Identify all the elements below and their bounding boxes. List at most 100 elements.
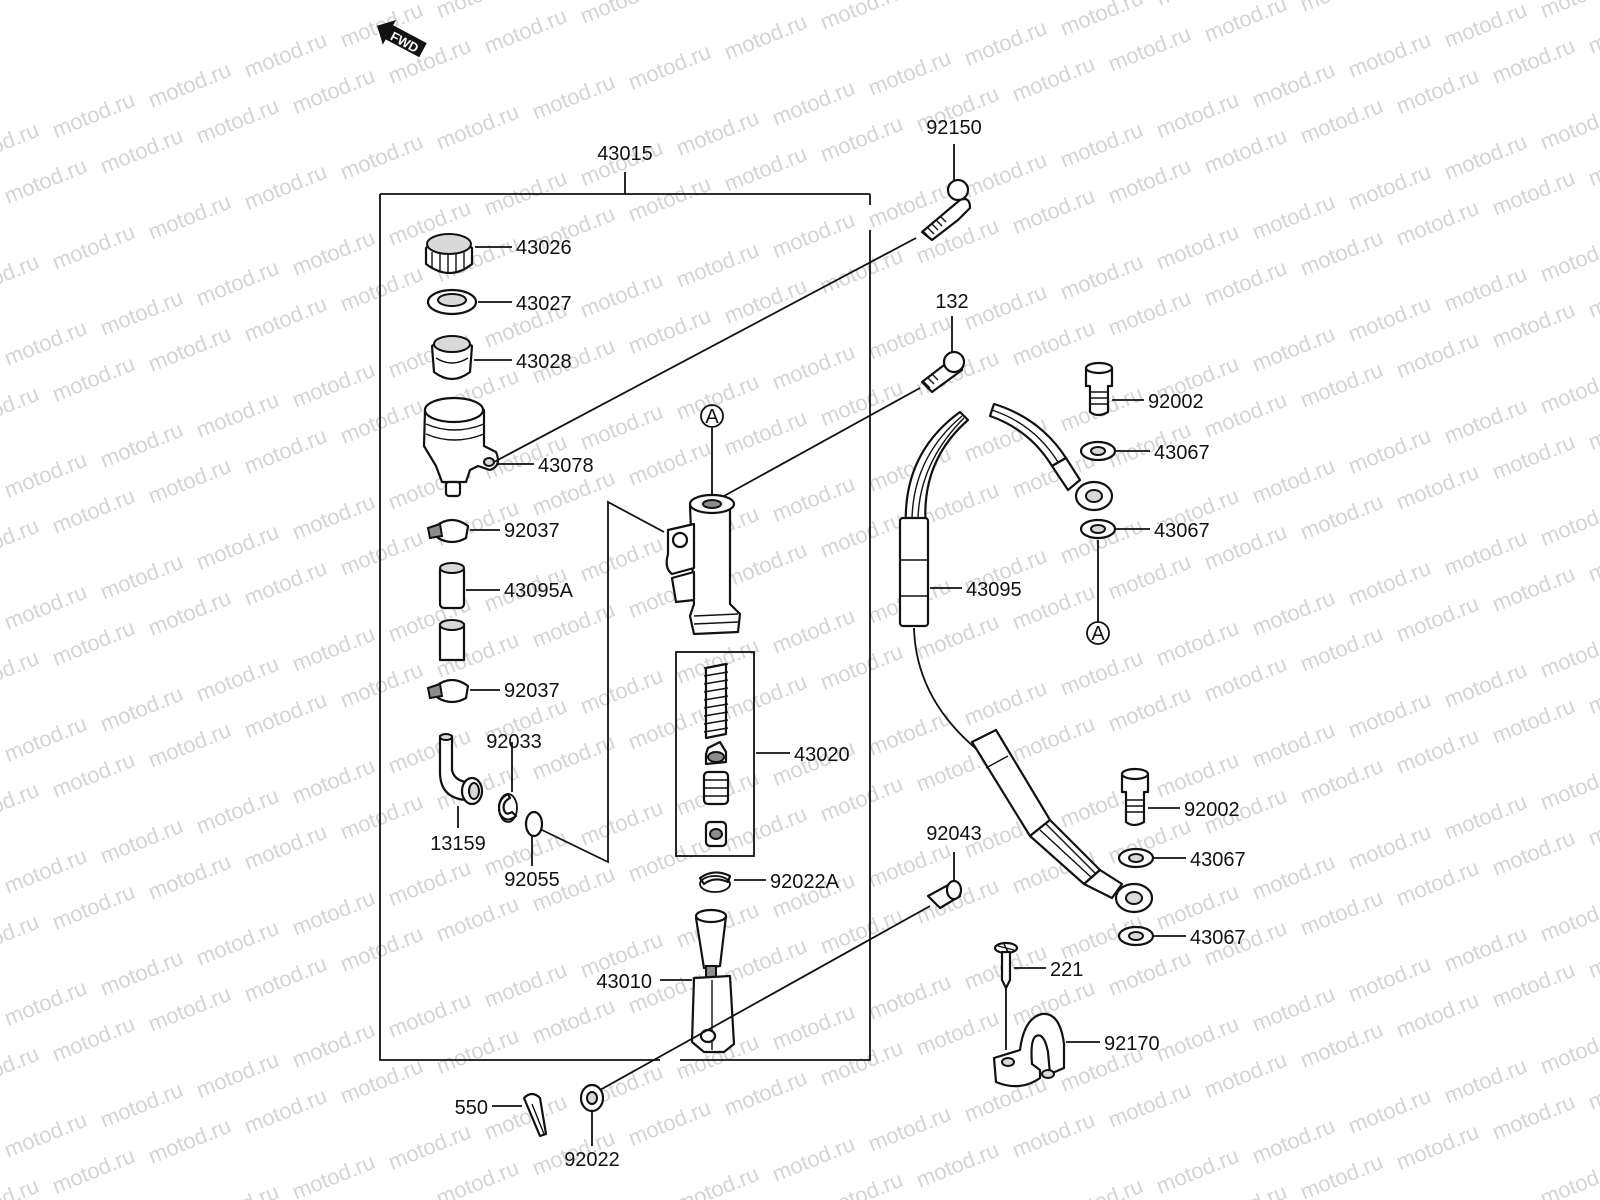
- watermark-text: motod.ru: [1393, 459, 1483, 515]
- watermark-text: motod.ru: [625, 1095, 715, 1151]
- watermark-text: motod.ru: [433, 0, 523, 23]
- watermark-text: motod.ru: [1345, 687, 1435, 743]
- watermark-text: motod.ru: [1153, 615, 1243, 671]
- watermark-text: motod.ru: [337, 789, 427, 845]
- circlip-92022a-part: [698, 871, 732, 893]
- watermark-text: motod.ru: [385, 723, 475, 779]
- watermark-text: motod.ru: [0, 117, 42, 173]
- watermark-text: motod.ru: [49, 1143, 139, 1199]
- callout-label-92150: 92150: [926, 117, 982, 139]
- watermark-text: motod.ru: [241, 423, 331, 479]
- watermark-text: motod.ru: [241, 1083, 331, 1139]
- watermark-text: motod.ru: [817, 0, 907, 35]
- watermark-text: motod.ru: [673, 237, 763, 293]
- watermark-text: motod.ru: [1201, 1047, 1291, 1103]
- watermark-text: motod.ru: [49, 351, 139, 407]
- watermark-text: motod.ru: [145, 717, 235, 773]
- watermark-text: motod.ru: [1153, 747, 1243, 803]
- watermark-text: motod.ru: [1105, 945, 1195, 1001]
- watermark-text: motod.ru: [0, 777, 42, 833]
- watermark-text: motod.ru: [0, 909, 42, 965]
- watermark-text: motod.ru: [193, 1047, 283, 1103]
- watermark-text: motod.ru: [1585, 927, 1600, 983]
- callout-label-92002a: 92002: [1148, 391, 1204, 413]
- watermark-text: motod.ru: [241, 819, 331, 875]
- fwd-label: FWD: [388, 29, 421, 56]
- watermark-text: motod.ru: [1393, 1119, 1483, 1175]
- watermark-text: motod.ru: [1249, 189, 1339, 245]
- watermark-text: motod.ru: [1297, 1017, 1387, 1073]
- watermark-text: motod.ru: [1585, 795, 1600, 851]
- callout-label-43026: 43026: [516, 237, 572, 259]
- watermark-text: motod.ru: [529, 597, 619, 653]
- watermark-text: motod.ru: [193, 519, 283, 575]
- watermark-text: motod.ru: [1057, 645, 1147, 701]
- watermark-text: motod.ru: [625, 435, 715, 491]
- watermark-text: motod.ru: [625, 39, 715, 95]
- watermark-text: motod.ru: [1345, 555, 1435, 611]
- watermark-text: motod.ru: [1057, 117, 1147, 173]
- watermark-text: motod.ru: [193, 1179, 283, 1200]
- watermark-text: motod.ru: [241, 291, 331, 347]
- callout-label-92170: 92170: [1104, 1033, 1160, 1055]
- watermark-text: motod.ru: [97, 285, 187, 341]
- watermark-text: motod.ru: [1393, 855, 1483, 911]
- watermark-text: motod.ru: [337, 921, 427, 977]
- watermark-text: motod.ru: [913, 1005, 1003, 1061]
- callout-label-43020: 43020: [794, 744, 850, 766]
- watermark-text: motod.ru: [1489, 1089, 1579, 1145]
- watermark-text: motod.ru: [0, 1041, 42, 1097]
- watermark-text: motod.ru: [817, 903, 907, 959]
- banjo-fitting-upper-part: [1074, 480, 1114, 512]
- watermark-text: motod.ru: [289, 753, 379, 809]
- watermark-text: motod.ru: [97, 123, 187, 179]
- watermark-text: motod.ru: [433, 1155, 523, 1200]
- elbow-fitting-part: [438, 733, 484, 806]
- watermark-text: motod.ru: [1297, 357, 1387, 413]
- callout-label-92002b: 92002: [1184, 799, 1240, 821]
- watermark-text: motod.ru: [97, 549, 187, 605]
- watermark-text: motod.ru: [865, 705, 955, 761]
- callout-label-92055: 92055: [504, 869, 560, 891]
- watermark-text: motod.ru: [865, 1101, 955, 1157]
- clevis-pin-part: [926, 879, 963, 910]
- watermark-text: motod.ru: [1489, 957, 1579, 1013]
- reference-marker-text-bottom: A: [1091, 623, 1105, 645]
- watermark-text: motod.ru: [1249, 57, 1339, 113]
- watermark-text: motod.ru: [817, 639, 907, 695]
- watermark-text: motod.ru: [721, 9, 811, 65]
- watermark-text: motod.ru: [1585, 531, 1600, 587]
- reference-marker-a-top: A: [700, 404, 724, 494]
- watermark-text: motod.ru: [1489, 33, 1579, 89]
- watermark-text: motod.ru: [97, 681, 187, 737]
- reference-marker-text: A: [705, 406, 719, 428]
- watermark-text: motod.ru: [337, 525, 427, 581]
- watermark-text: motod.ru: [193, 783, 283, 839]
- watermark-text: motod.ru: [481, 957, 571, 1013]
- watermark-text: motod.ru: [1441, 1053, 1531, 1109]
- piston-kit-box: [675, 651, 755, 857]
- watermark-text: motod.ru: [1393, 987, 1483, 1043]
- watermark-text: motod.ru: [0, 513, 42, 569]
- watermark-text: motod.ru: [1345, 1083, 1435, 1139]
- watermark-text: motod.ru: [337, 393, 427, 449]
- watermark-text: motod.ru: [1345, 423, 1435, 479]
- hose-short-part: [438, 562, 466, 662]
- watermark-text: motod.ru: [1585, 1059, 1600, 1115]
- watermark-text: motod.ru: [817, 507, 907, 563]
- reservoir-part: [422, 396, 500, 498]
- watermark-text: motod.ru: [1249, 981, 1339, 1037]
- callout-label-43010: 43010: [596, 971, 652, 993]
- watermark-text: motod.ru: [1537, 759, 1600, 815]
- watermark-text: motod.ru: [1249, 453, 1339, 509]
- watermark-text: motod.ru: [1393, 195, 1483, 251]
- callout-label-92022: 92022: [564, 1149, 620, 1171]
- watermark-text: motod.ru: [1297, 0, 1387, 17]
- watermark-text: motod.ru: [289, 357, 379, 413]
- watermark-text: motod.ru: [1393, 327, 1483, 383]
- watermark-text: motod.ru: [1441, 525, 1531, 581]
- callout-label-221: 221: [1050, 959, 1083, 981]
- callout-labels: 4301592150430264302743028430789203743095…: [430, 117, 1245, 1171]
- callout-label-43067a: 43067: [1154, 442, 1210, 464]
